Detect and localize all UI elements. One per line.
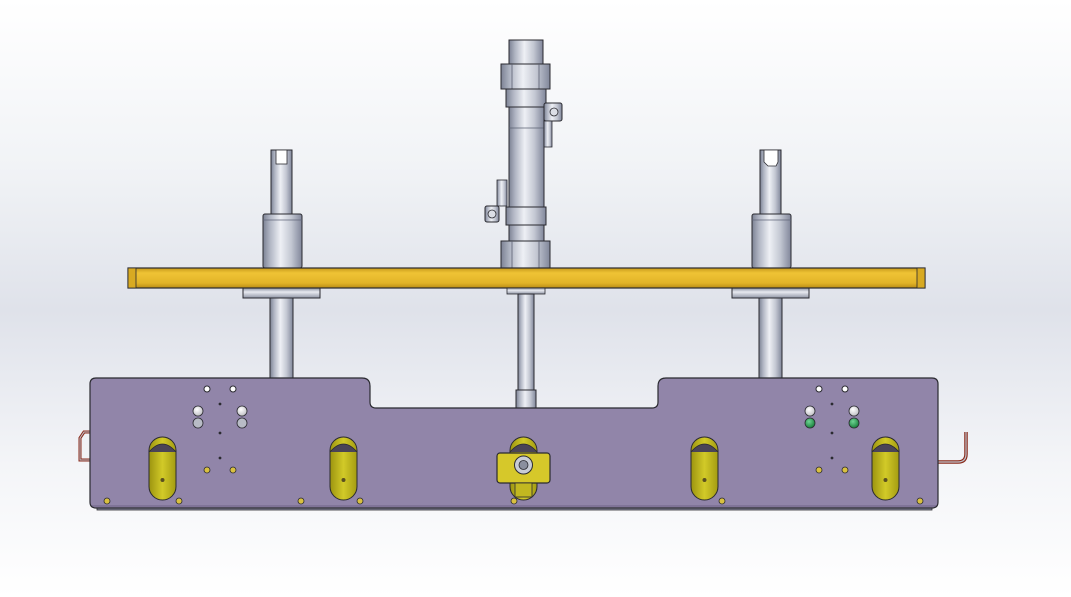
mounting-holes	[103, 497, 924, 505]
slot-left-2	[329, 436, 358, 501]
left-indicator-cluster	[192, 385, 248, 474]
left-hook	[78, 430, 92, 462]
slot-right-2	[871, 436, 900, 501]
piston-rod	[506, 287, 546, 409]
pneumatic-cylinder-icon[interactable]	[484, 39, 563, 269]
slot-left-1	[148, 436, 177, 501]
right-indicator-cluster	[804, 385, 860, 474]
slot-right-1	[690, 436, 719, 501]
clamp-block-icon[interactable]	[496, 452, 551, 498]
crossbar-plate[interactable]	[127, 267, 926, 289]
left-guide-post[interactable]	[242, 149, 321, 381]
right-hook	[936, 432, 968, 464]
right-guide-post[interactable]	[731, 149, 810, 381]
